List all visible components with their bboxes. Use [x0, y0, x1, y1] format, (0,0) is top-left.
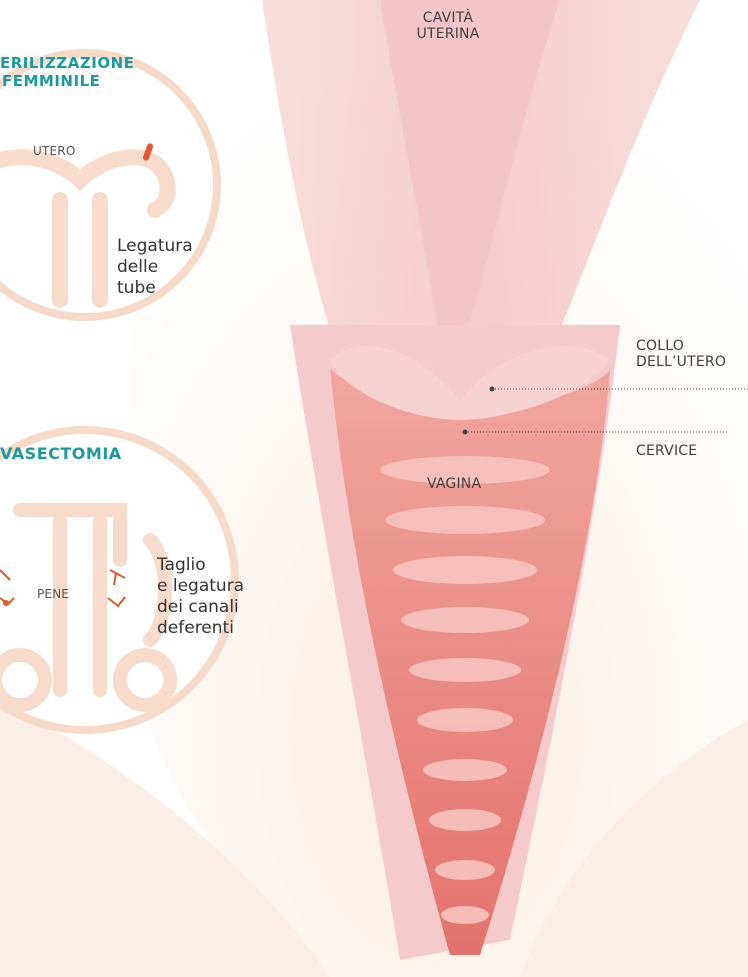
caption-line: e legatura	[157, 576, 244, 597]
caption-line: tube	[117, 278, 193, 299]
caption-line: Taglio	[157, 555, 244, 576]
vasectomy-title: VASECTOMIA	[0, 444, 122, 463]
caption-line: Legatura	[117, 236, 193, 257]
cervix-marker	[463, 430, 468, 435]
penis-label: PENE	[37, 587, 69, 601]
neck-marker	[490, 387, 495, 392]
caption-line: delle	[117, 257, 193, 278]
cavity-label-line1: CAVITÀ	[408, 10, 488, 26]
uterus-label: UTERO	[33, 144, 75, 158]
cavity-label: CAVITÀ UTERINA	[408, 10, 488, 42]
vasectomy-caption: Taglio e legatura dei canali deferenti	[157, 555, 244, 639]
female-sterilization-title-line1: ERILIZZAZIONE	[0, 54, 134, 72]
female-sterilization-caption: Legatura delle tube	[117, 236, 193, 299]
neck-label: COLLO DELL’UTERO	[636, 338, 726, 370]
female-sterilization-title-line2: FEMMINILE	[0, 72, 134, 90]
cavity-label-line2: UTERINA	[408, 26, 488, 42]
caption-line: dei canali	[157, 597, 244, 618]
female-sterilization-title: ERILIZZAZIONE FEMMINILE	[0, 54, 134, 90]
vagina-label: VAGINA	[427, 476, 481, 492]
cervix-label: CERVICE	[636, 443, 697, 459]
neck-label-line1: COLLO	[636, 338, 726, 354]
neck-label-line2: DELL’UTERO	[636, 354, 726, 370]
caption-line: deferenti	[157, 618, 244, 639]
